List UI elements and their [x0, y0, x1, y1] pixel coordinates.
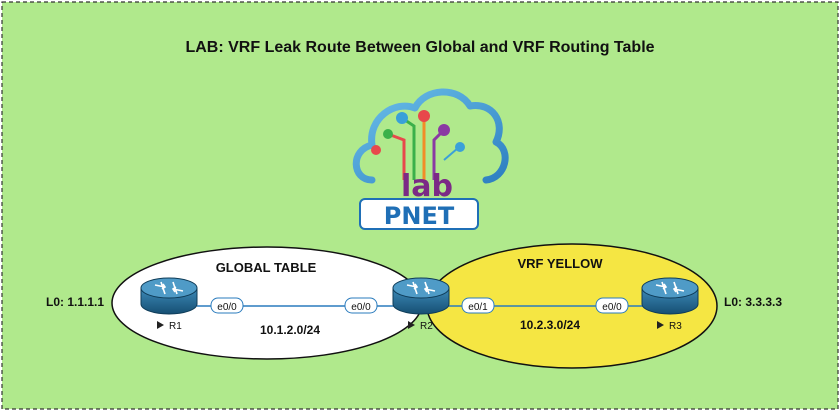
- iface-r1-label: e0/0: [217, 302, 237, 313]
- iface-r2-global-label: e0/0: [351, 302, 371, 313]
- pnet-logo: lab PNET: [352, 88, 509, 230]
- r3-play-icon: [657, 321, 664, 329]
- subnet-r1-r2: 10.1.2.0/24: [260, 323, 320, 337]
- logo-pnet-box: [359, 198, 479, 230]
- iface-r3-e0-0: e0/0: [595, 297, 629, 314]
- router-r1[interactable]: [140, 277, 198, 315]
- iface-r3-label: e0/0: [602, 302, 622, 313]
- router-arrows-icon: [154, 281, 184, 295]
- router-r3-loopback: L0: 3.3.3.3: [724, 295, 782, 309]
- r1-play-icon: [157, 321, 164, 329]
- iface-r2-vrf-label: e0/1: [468, 302, 488, 313]
- iface-r2-e0-1: e0/1: [461, 297, 495, 314]
- router-r3[interactable]: [641, 277, 699, 315]
- router-r2[interactable]: [392, 277, 450, 315]
- router-r2-label: R2: [420, 321, 433, 332]
- router-r1-loopback: L0: 1.1.1.1: [46, 295, 104, 309]
- diagram-title: LAB: VRF Leak Route Between Global and V…: [185, 39, 654, 56]
- iface-r2-e0-0: e0/0: [344, 297, 378, 314]
- logo-cloud-icon: [352, 88, 509, 184]
- r2-play-icon: [408, 321, 415, 329]
- logo-pnet-text: PNET: [384, 202, 455, 230]
- iface-r1-e0-0: e0/0: [210, 297, 244, 314]
- router-r1-label: R1: [169, 321, 182, 332]
- router-arrows-icon: [406, 281, 436, 295]
- vrf-yellow-label: VRF YELLOW: [518, 256, 604, 271]
- global-table-label: GLOBAL TABLE: [216, 260, 317, 275]
- subnet-r2-r3: 10.2.3.0/24: [520, 318, 580, 332]
- router-arrows-icon: [655, 281, 685, 295]
- router-r3-label: R3: [669, 321, 682, 332]
